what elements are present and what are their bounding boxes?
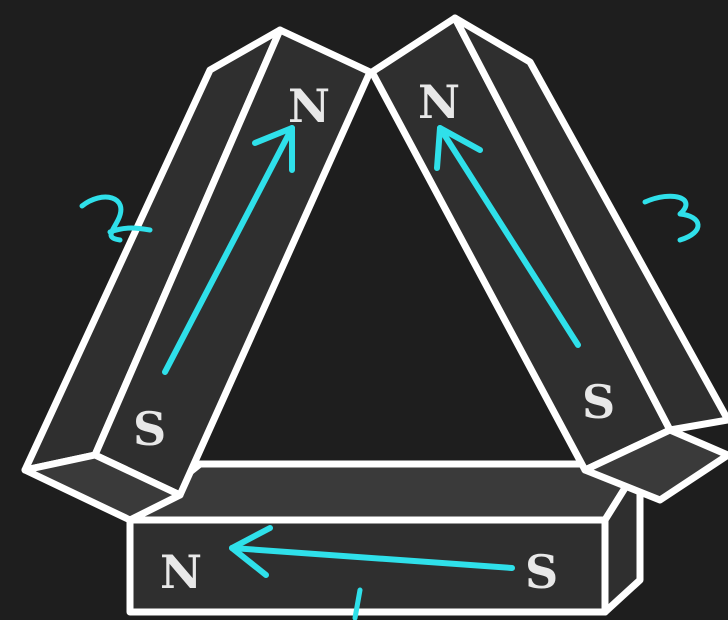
left-magnet-north-label: N <box>288 79 330 133</box>
bottom-magnet-south-label: S <box>525 545 558 599</box>
bottom-magnet <box>130 464 640 612</box>
right-magnet-south-label: S <box>582 375 615 429</box>
bottom-magnet-north-label: N <box>160 545 202 599</box>
magnet-number-3-annotation <box>645 196 698 240</box>
right-magnet-north-label: N <box>418 75 460 129</box>
left-magnet-south-label: S <box>133 402 166 456</box>
bottom-magnet-top-face <box>130 464 640 520</box>
